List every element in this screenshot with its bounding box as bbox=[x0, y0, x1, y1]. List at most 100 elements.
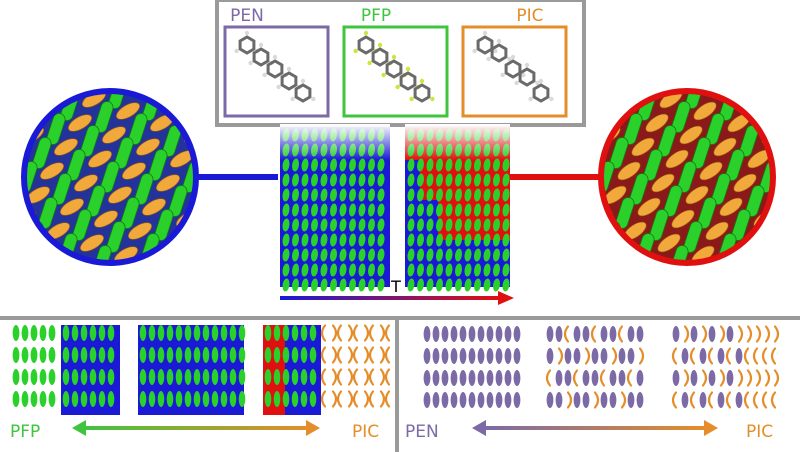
film-molecule bbox=[330, 203, 337, 217]
pfp-molecule bbox=[48, 325, 56, 341]
pen-molecule bbox=[486, 370, 494, 386]
film-molecule bbox=[311, 233, 318, 247]
film-molecule bbox=[483, 218, 491, 232]
pfp-molecule bbox=[273, 347, 281, 363]
pfp-molecule bbox=[12, 347, 20, 363]
pic-molecule-3d bbox=[617, 161, 641, 181]
pic-molecule-3d bbox=[54, 138, 78, 156]
film-molecule bbox=[493, 158, 500, 172]
film-molecule bbox=[301, 188, 309, 202]
molecule-ring bbox=[238, 35, 256, 55]
pen-molecule bbox=[600, 348, 608, 364]
film-molecule bbox=[502, 188, 510, 202]
pic-molecule bbox=[336, 368, 343, 386]
fluorine-atom bbox=[409, 96, 414, 102]
pic-molecule-3d bbox=[40, 162, 64, 180]
pen-molecule bbox=[564, 370, 572, 386]
film-molecule bbox=[301, 158, 309, 172]
film-molecule bbox=[483, 158, 491, 172]
film-molecule bbox=[474, 158, 481, 172]
pfp-molecule bbox=[273, 391, 281, 407]
pic-molecule bbox=[368, 390, 375, 408]
pen-molecule bbox=[504, 348, 512, 364]
pic-molecule bbox=[755, 325, 762, 343]
film-molecule bbox=[349, 188, 356, 202]
fluorine-atom bbox=[395, 84, 400, 90]
pen-molecule bbox=[573, 326, 581, 342]
film-molecule bbox=[330, 158, 337, 172]
pfp-molecule bbox=[282, 369, 290, 385]
film-molecule bbox=[377, 173, 385, 187]
pfp-molecule bbox=[21, 347, 29, 363]
film-molecule bbox=[502, 263, 510, 277]
pfp-molecule bbox=[166, 369, 174, 385]
pic-molecule bbox=[352, 368, 359, 386]
pen-molecule bbox=[423, 392, 431, 408]
pic-molecule bbox=[384, 390, 391, 408]
bottom-panel-frame bbox=[0, 316, 800, 452]
pen-molecule bbox=[636, 392, 644, 408]
film-molecule bbox=[320, 158, 328, 172]
pfp-molecule bbox=[220, 325, 228, 341]
film-molecule bbox=[292, 188, 299, 202]
pic-molecule bbox=[379, 346, 386, 364]
pic-molecule bbox=[331, 324, 338, 342]
film-molecule bbox=[292, 263, 299, 277]
magnified-blue-domain bbox=[21, 88, 199, 266]
pfp-molecule bbox=[39, 347, 47, 363]
pen-molecule bbox=[555, 370, 563, 386]
film-molecule bbox=[426, 233, 434, 247]
pen-molecule bbox=[468, 370, 476, 386]
film-molecule bbox=[358, 218, 366, 232]
pfp-molecule bbox=[300, 347, 308, 363]
film-low-temperature bbox=[280, 124, 390, 292]
pic-molecule bbox=[566, 391, 573, 409]
pen-molecule bbox=[672, 326, 680, 342]
molecule-ring bbox=[476, 35, 494, 55]
film-molecule bbox=[417, 263, 424, 277]
molecule-ring bbox=[504, 59, 522, 79]
pic-molecule bbox=[545, 369, 552, 387]
bottom-right-pen-label: PEN bbox=[405, 422, 439, 442]
film-molecule bbox=[311, 263, 318, 277]
pen-molecule bbox=[618, 370, 626, 386]
pen-molecule bbox=[495, 370, 503, 386]
pic-molecule bbox=[626, 369, 633, 387]
pic-molecule bbox=[737, 369, 744, 387]
pen-molecule bbox=[495, 392, 503, 408]
pen-molecule bbox=[459, 348, 467, 364]
fluorine-atom bbox=[391, 54, 397, 60]
film-molecule bbox=[358, 278, 366, 292]
film-molecule bbox=[339, 203, 347, 217]
film-molecule bbox=[368, 173, 375, 187]
hydrogen-atom bbox=[311, 96, 316, 102]
film-molecule bbox=[426, 263, 434, 277]
pfp-molecule bbox=[264, 347, 272, 363]
pfp-molecule bbox=[107, 369, 115, 385]
pen-molecule bbox=[477, 326, 485, 342]
film-molecule bbox=[330, 233, 337, 247]
hydrogen-atom bbox=[244, 30, 250, 36]
film-molecule bbox=[502, 248, 510, 262]
film-molecule bbox=[301, 218, 309, 232]
molecule-ring bbox=[266, 59, 284, 79]
film-molecule bbox=[445, 173, 453, 187]
film-molecule bbox=[426, 203, 434, 217]
pic-molecule bbox=[773, 325, 780, 343]
pfp-molecule-3d bbox=[580, 184, 601, 218]
film-molecule bbox=[483, 233, 491, 247]
pfp-molecule bbox=[98, 325, 106, 341]
film-molecule bbox=[349, 278, 356, 292]
film-molecule bbox=[301, 203, 309, 217]
pen-molecule bbox=[441, 348, 449, 364]
pen-molecule bbox=[555, 392, 563, 408]
pic-molecule bbox=[572, 369, 579, 387]
pic-molecule bbox=[671, 391, 678, 409]
pfp-molecule bbox=[139, 369, 147, 385]
film-molecule bbox=[320, 188, 328, 202]
film-molecule bbox=[339, 263, 347, 277]
film-molecule bbox=[455, 248, 462, 262]
pen-molecule bbox=[618, 348, 626, 364]
pfp-molecule bbox=[80, 325, 88, 341]
pen-molecule bbox=[627, 326, 635, 342]
